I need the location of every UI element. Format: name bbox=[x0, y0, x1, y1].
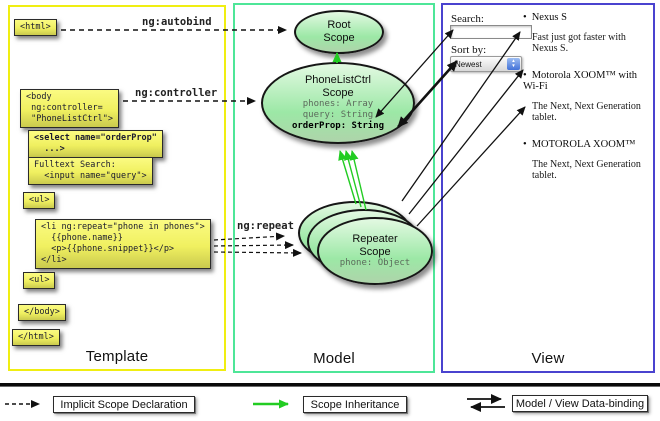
ng-autobind-label: ng:autobind bbox=[142, 16, 212, 28]
legend-double-arrow-icon bbox=[467, 394, 505, 412]
sort-by-label: Sort by: bbox=[451, 44, 487, 56]
sort-dropdown-value: Newest bbox=[455, 59, 482, 69]
phone-item-snippet: Fast just got faster with Nexus S. bbox=[532, 32, 626, 54]
legend-scope-inheritance: Scope Inheritance bbox=[303, 396, 407, 413]
model-column-label: Model bbox=[313, 350, 355, 367]
root-scope-ellipse: Root Scope bbox=[294, 10, 384, 54]
scope-prop-orderprop: orderProp: String bbox=[291, 121, 385, 132]
bullet-icon: • bbox=[523, 12, 527, 23]
phone-item-name: •Motorola XOOM™ with Wi-Fi bbox=[523, 70, 638, 92]
legend-model-view-data-binding: Model / View Data-binding bbox=[512, 395, 648, 412]
code-box-li-repeat: <li ng:repeat="phone in phones"> {{phone… bbox=[35, 219, 211, 270]
template-column-label: Template bbox=[85, 348, 149, 365]
scope-prop-phones: phones: Array bbox=[302, 99, 374, 110]
code-box-body-open: <body ng:controller= "PhoneListCtrl"> bbox=[20, 89, 119, 129]
scope-prop-query: query: String bbox=[302, 110, 374, 121]
repeater-scope-ellipse-front: Repeater Scope phone: Object bbox=[317, 217, 433, 285]
root-scope-title: Root Scope bbox=[323, 19, 355, 44]
code-box-html-open: <html> bbox=[14, 19, 57, 37]
bullet-icon: • bbox=[523, 70, 527, 81]
legend-separator-line bbox=[0, 383, 660, 387]
scope-prop-phone: phone: Object bbox=[339, 258, 411, 269]
code-box-body-close: </body> bbox=[18, 304, 66, 322]
code-box-ul-open: <ul> bbox=[23, 192, 56, 210]
legend-implicit-scope-declaration: Implicit Scope Declaration bbox=[53, 396, 195, 413]
phonelistctrl-scope-title: PhoneListCtrl Scope bbox=[304, 74, 372, 99]
ng-repeat-label: ng:repeat bbox=[237, 220, 294, 232]
view-column-label: View bbox=[531, 350, 565, 367]
dropdown-stepper-icon: ▲▼ bbox=[507, 58, 520, 70]
phone-item-name: •MOTOROLA XOOM™ bbox=[523, 139, 636, 150]
sort-dropdown[interactable]: Newest ▲▼ bbox=[450, 56, 522, 72]
model-column: Model bbox=[233, 3, 435, 373]
bullet-icon: • bbox=[523, 139, 527, 150]
code-box-ul-close: <ul> bbox=[23, 272, 56, 290]
phone-item-snippet: The Next, Next Generation tablet. bbox=[532, 101, 641, 123]
repeater-scope-title: Repeater Scope bbox=[352, 232, 398, 258]
phone-item-name: •Nexus S bbox=[523, 12, 567, 23]
phone-item-snippet: The Next, Next Generation tablet. bbox=[532, 159, 641, 181]
search-label: Search: bbox=[451, 13, 484, 25]
code-box-html-close: </html> bbox=[12, 329, 60, 347]
search-input[interactable] bbox=[450, 25, 532, 39]
phonelistctrl-scope-ellipse: PhoneListCtrl Scope phones: Array query:… bbox=[261, 62, 415, 144]
code-box-fulltext-search: Fulltext Search: <input name="query"> bbox=[28, 157, 153, 186]
phone-list: •Nexus S Fast just got faster with Nexus… bbox=[523, 12, 653, 197]
ng-controller-label: ng:controller bbox=[135, 87, 218, 99]
code-box-select: <select name="orderProp" ...> bbox=[28, 130, 163, 159]
